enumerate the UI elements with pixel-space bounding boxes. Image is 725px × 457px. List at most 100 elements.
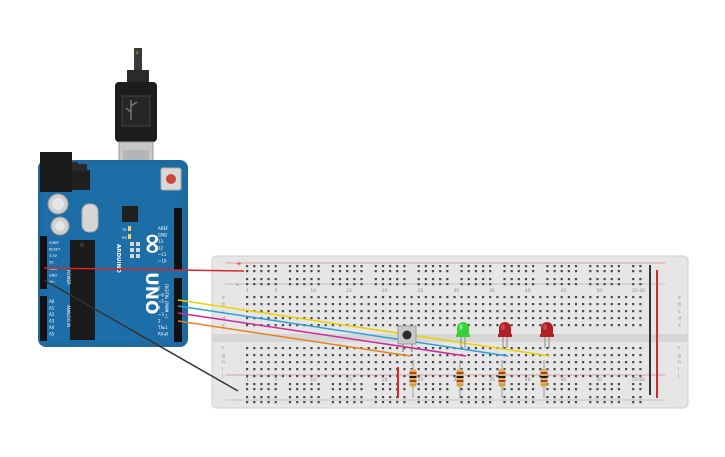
row-letter: c (678, 310, 681, 315)
column-number-top: 25 (418, 288, 424, 294)
led[interactable] (540, 322, 554, 348)
power-header[interactable] (40, 236, 47, 289)
column-number-top: 5 (275, 288, 278, 294)
power-pin-label: GND (49, 267, 57, 271)
breadboard[interactable]: 1155101015152020252530303535404045455050… (211, 255, 689, 409)
wire-gnd-to-rail[interactable] (43, 279, 239, 392)
row-letter: c (222, 310, 225, 315)
row-letter: b (678, 302, 681, 308)
rail-minus-label: - (236, 280, 239, 289)
row-letter: f (222, 346, 224, 352)
power-pin-label: GND (49, 274, 57, 278)
digital-pin-label: 4 (158, 306, 161, 311)
resistor[interactable] (540, 360, 548, 398)
column-number-bottom: 10 (310, 377, 316, 383)
row-letter: b (222, 302, 225, 308)
crystal-oscillator (81, 203, 99, 233)
column-number-top: 50 (596, 288, 602, 294)
arduino-logo-icon: ∞ (137, 232, 170, 255)
rail-plus-label: + (236, 260, 242, 268)
column-number-bottom: 5 (275, 377, 278, 383)
power-pin-label: RESET (49, 248, 61, 252)
breadboard-holes (246, 265, 642, 404)
resistor[interactable] (409, 360, 417, 398)
digital-pin-label: GND (158, 233, 167, 238)
resistor[interactable] (456, 360, 464, 398)
digital-header-label: DIGITAL (PWM ~) (164, 284, 169, 319)
analog-pin-label: A3 (49, 319, 55, 324)
power-pin-label: 5V (49, 261, 54, 265)
pushbutton[interactable] (397, 325, 417, 352)
analog-pin-label: A2 (49, 312, 55, 317)
analog-pin-label: A1 (49, 306, 55, 311)
usb-symbol-icon (125, 100, 138, 120)
row-letter: a (678, 296, 681, 301)
digital-pin-label: ~6 (158, 293, 164, 298)
wire-yellow-pin[interactable] (177, 299, 551, 357)
row-letter: g (678, 354, 681, 359)
wire-5v-to-rail[interactable] (43, 267, 245, 272)
digital-header-high[interactable] (174, 208, 182, 270)
analog-header-label: ANALOG IN (66, 305, 71, 327)
digital-pin-label: 2 (158, 319, 161, 324)
analog-header[interactable] (40, 296, 47, 341)
resistors[interactable] (409, 360, 548, 398)
column-number-top: 15 (346, 288, 352, 294)
board-name: UNO (141, 272, 161, 314)
digital-pin-label: ~5 (158, 299, 164, 304)
power-pin-label: IOREF (49, 241, 59, 245)
reset-button[interactable] (160, 167, 182, 191)
analog-pin-label: A4 (49, 325, 55, 330)
row-letter: j (221, 374, 223, 380)
board-pin-labels: AREFGND1312~11~107~6~54~32TX▸1RX◂0IOREFR… (49, 226, 169, 337)
column-number-top: 20 (382, 288, 388, 294)
column-number-bottom: 45 (561, 377, 567, 383)
column-number-bottom: 60 (639, 377, 645, 383)
row-letter: a (222, 296, 225, 301)
column-number-bottom: 20 (382, 377, 388, 383)
digital-pin-label: ~3 (158, 312, 164, 317)
digital-pin-label: 7 (158, 286, 161, 291)
breadboard-column-numbers: 1155101015152020252530303535404045455050… (246, 288, 645, 383)
digital-pin-label: ~10 (158, 259, 167, 264)
jumper-wires[interactable] (43, 267, 551, 398)
digital-pin-label: 13 (158, 239, 164, 244)
column-number-top: 45 (561, 288, 567, 294)
leds[interactable] (456, 322, 554, 348)
board-brand: ARDUINO (115, 244, 121, 273)
column-number-bottom: 30 (453, 377, 459, 383)
row-letter: j (677, 374, 679, 380)
row-letter: g (222, 354, 225, 359)
row-letter: i (222, 367, 223, 373)
led[interactable] (456, 322, 470, 348)
analog-pin-label: A5 (49, 332, 55, 337)
column-number-top: 55 (632, 288, 638, 294)
row-letter: d (678, 316, 681, 322)
row-letter: i (678, 367, 679, 373)
row-letter: e (222, 324, 225, 329)
digital-pin-label: ~11 (158, 252, 167, 257)
column-number-top: 10 (310, 288, 316, 294)
column-number-top: 1 (246, 288, 249, 294)
column-number-bottom: 1 (246, 377, 249, 383)
resistor[interactable] (498, 360, 506, 398)
atmega-microcontroller (70, 240, 95, 340)
led[interactable] (498, 322, 512, 348)
column-number-top: 35 (489, 288, 495, 294)
column-number-bottom: 35 (489, 377, 495, 383)
tx-led-label: TX (121, 228, 127, 232)
column-number-bottom: 50 (596, 377, 602, 383)
wire-blue-pin[interactable] (177, 305, 509, 357)
center-channel (212, 334, 688, 342)
column-number-bottom: 15 (346, 377, 352, 383)
power-pin-label: 3.3V (49, 254, 58, 258)
digital-header-low[interactable] (174, 278, 182, 342)
wire-orange-pin[interactable] (177, 320, 411, 357)
column-number-bottom: 25 (418, 377, 424, 383)
wire-magenta-pin[interactable] (177, 312, 467, 357)
row-letter: d (222, 316, 225, 322)
arduino-uno-board[interactable]: ⚡ TX RX (38, 48, 188, 347)
power-pin-label: Vin (49, 280, 55, 284)
